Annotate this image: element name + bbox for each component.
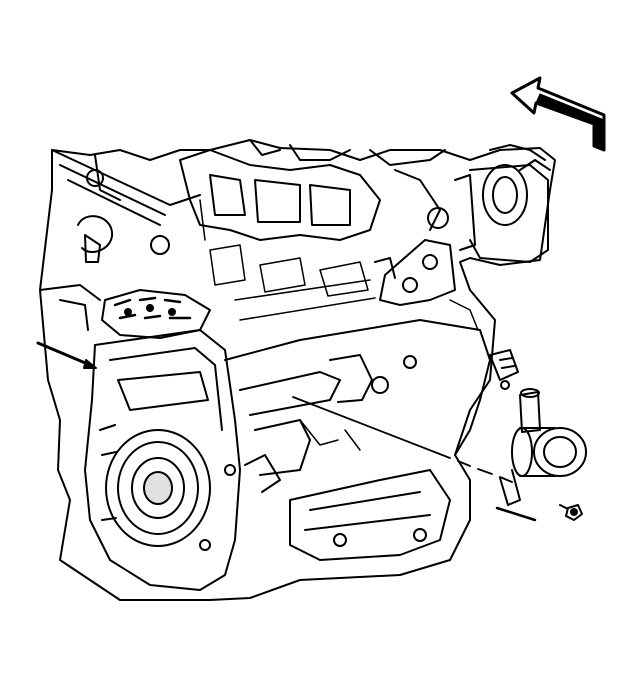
bolt-icon xyxy=(559,504,583,521)
detail-lines xyxy=(199,199,479,451)
callout-leader-left xyxy=(36,341,97,369)
intake-manifold xyxy=(179,139,446,241)
electrical-connector xyxy=(489,349,519,390)
mounting-bracket xyxy=(374,239,456,306)
engine-block-outline xyxy=(39,139,556,601)
sensor-assembly xyxy=(495,388,587,522)
engine-side-housing xyxy=(224,319,491,561)
front-direction-arrow-icon xyxy=(510,76,606,152)
wiring-harness-left xyxy=(77,169,211,339)
right-accessory xyxy=(427,144,551,263)
installation-leader-line xyxy=(292,396,513,483)
transmission-bellhousing xyxy=(84,329,241,591)
